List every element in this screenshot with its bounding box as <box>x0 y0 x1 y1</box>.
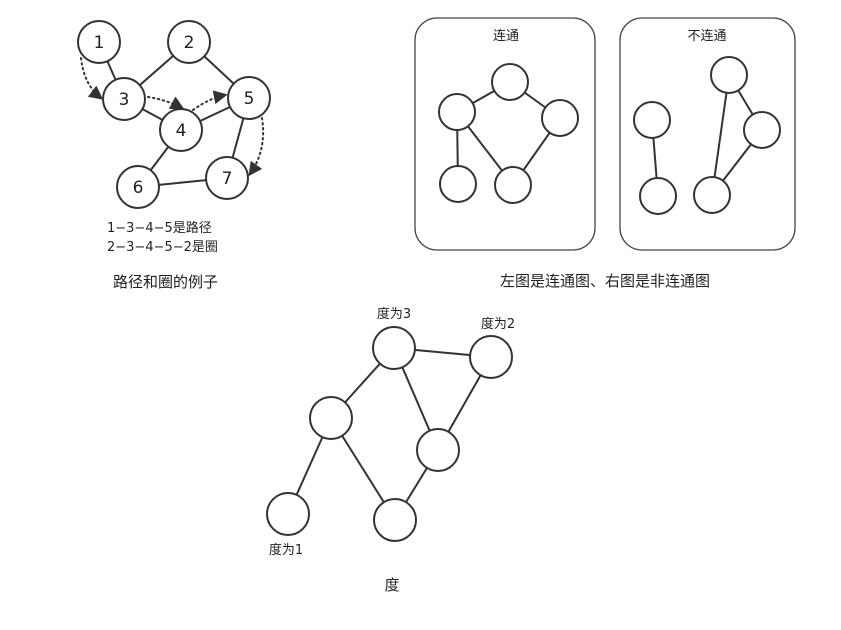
disconnected-node <box>693 176 731 214</box>
degree-node-3 <box>372 326 416 370</box>
degree-node-1 <box>266 492 310 536</box>
connected-node <box>438 93 476 131</box>
degree3-label: 度为3 <box>377 306 411 322</box>
degree-panel: 度为3 度为2 度为1 度 <box>266 306 515 594</box>
node-6-label: 6 <box>133 178 144 198</box>
node-6: 6 <box>116 165 160 209</box>
connected-node <box>439 165 477 203</box>
node-7: 7 <box>205 156 249 200</box>
degree-node <box>309 396 353 440</box>
degree1-label: 度为1 <box>269 542 303 558</box>
path-arrow-5-7 <box>248 117 265 177</box>
path-arrow-4-5 <box>192 90 228 111</box>
node-7-label: 7 <box>222 169 233 189</box>
node-5-label: 5 <box>244 89 255 109</box>
node-2: 2 <box>167 20 211 64</box>
degree-node-2 <box>469 335 513 379</box>
node-3: 3 <box>102 77 146 121</box>
node-1: 1 <box>77 20 121 64</box>
connected-node <box>541 99 579 137</box>
node-5: 5 <box>227 76 271 120</box>
connectivity-panel: 连通 不连通 左图是连通图、右图是非连通图 <box>414 17 796 290</box>
cycle-text: 2−3−4−5−2是圈 <box>107 240 218 255</box>
degree-node <box>416 428 460 472</box>
connectivity-caption: 左图是连通图、右图是非连通图 <box>500 272 710 290</box>
disconnected-node <box>633 101 671 139</box>
path-arrow-1-3 <box>80 57 104 100</box>
path-arrow-3-4 <box>147 96 185 110</box>
disconnected-node <box>639 177 677 215</box>
degree-node <box>373 498 417 542</box>
connected-title: 连通 <box>493 28 519 44</box>
node-3-label: 3 <box>119 90 130 110</box>
disconnected-edge-b <box>711 74 730 196</box>
degree2-label: 度为2 <box>481 316 515 332</box>
disconnected-graph-box: 不连通 <box>619 17 796 251</box>
connected-graph-box: 连通 <box>414 17 596 251</box>
degree-caption: 度 <box>384 576 399 594</box>
path-example-panel: 1 2 3 4 5 6 7 1−3−4−5是路径 2−3−4−5−2是圈 路径和… <box>77 20 271 291</box>
node-4-label: 4 <box>176 121 187 141</box>
connected-node <box>494 166 532 204</box>
node-1-label: 1 <box>94 33 105 53</box>
disconnected-node <box>743 111 781 149</box>
path-example-caption: 路径和圈的例子 <box>113 273 218 291</box>
connected-node <box>491 63 529 101</box>
path-text: 1−3−4−5是路径 <box>107 220 212 236</box>
node-4: 4 <box>159 108 203 152</box>
node-2-label: 2 <box>184 33 195 53</box>
disconnected-node <box>710 56 748 94</box>
disconnected-title: 不连通 <box>687 28 726 44</box>
